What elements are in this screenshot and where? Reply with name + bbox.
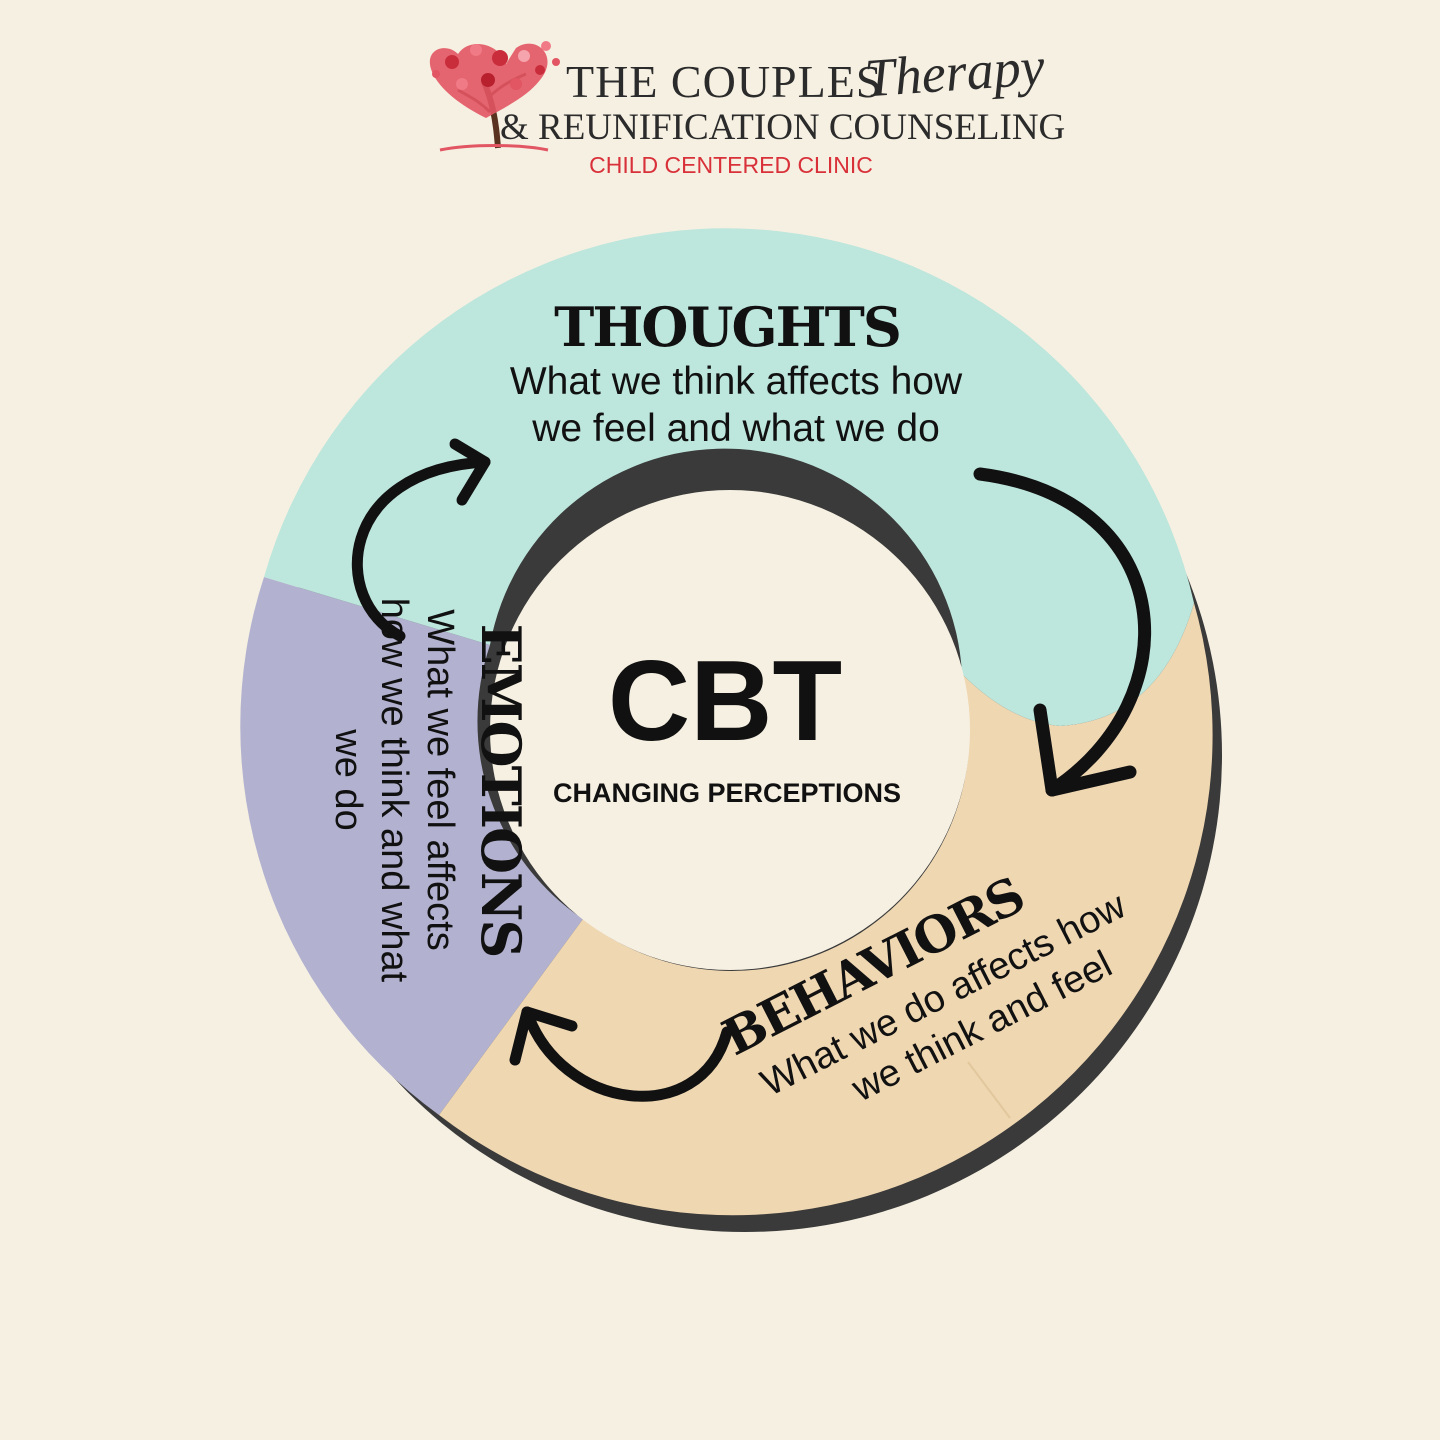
- emotions-line2: how we think and what: [373, 598, 415, 983]
- arrow-emotions-to-thoughts: [351, 438, 491, 642]
- thoughts-line1: What we think affects how: [510, 360, 963, 403]
- emotions-line3: we do: [327, 728, 369, 830]
- emotions-text: EMOTIONS What we feel affects how we thi…: [327, 598, 533, 983]
- arrow-behaviors-to-emotions: [509, 1006, 733, 1102]
- logo-line1: THE COUPLES: [566, 56, 882, 107]
- emotions-title: EMOTIONS: [469, 624, 533, 957]
- logo-script-word: Therapy: [863, 36, 1047, 108]
- logo: THE COUPLES Therapy & REUNIFICATION COUN…: [429, 36, 1065, 178]
- arrow-thoughts-to-behaviors: [973, 467, 1151, 797]
- center-subtitle: CHANGING PERCEPTIONS: [553, 778, 901, 808]
- thoughts-line2: we feel and what we do: [531, 407, 940, 450]
- emotions-line1: What we feel affects: [419, 609, 461, 950]
- thoughts-segment: [264, 228, 1194, 727]
- behaviors-seam: [967, 1061, 1011, 1119]
- emotions-segment: [240, 577, 584, 1115]
- center-title: CBT: [608, 638, 842, 765]
- heart-tree-icon: [429, 41, 560, 152]
- thoughts-title: THOUGHTS: [554, 295, 900, 359]
- logo-line2: & REUNIFICATION COUNSELING: [500, 107, 1065, 148]
- logo-tagline: CHILD CENTERED CLINIC: [589, 152, 873, 178]
- behaviors-segment: [439, 603, 1213, 1216]
- center-circle: [490, 490, 970, 970]
